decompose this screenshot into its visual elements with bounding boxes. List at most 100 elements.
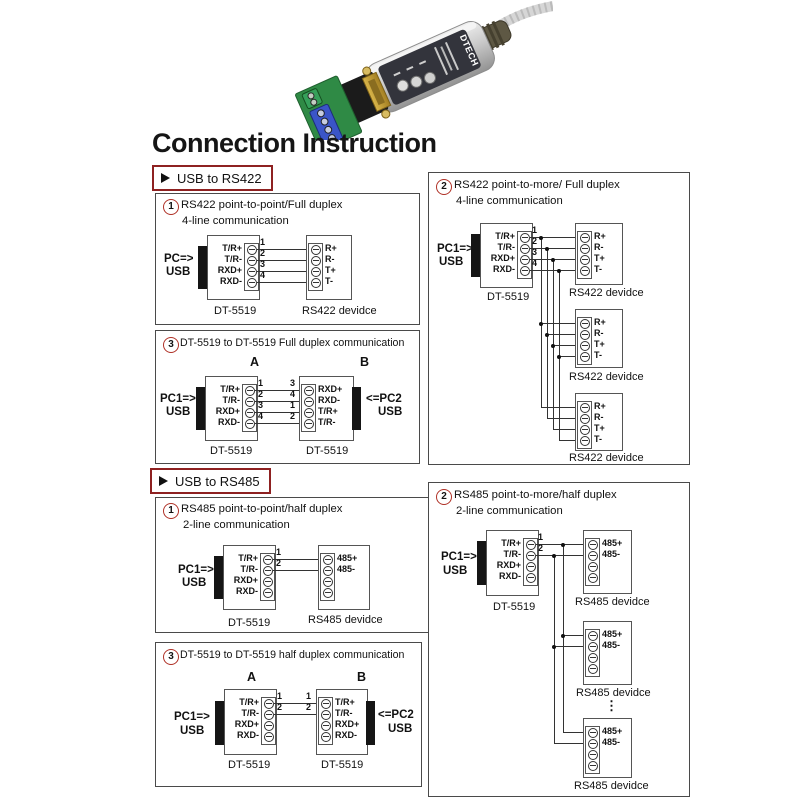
terminal-strip (260, 553, 275, 601)
screw-terminal-icon (263, 588, 273, 598)
terminal-strip (308, 243, 323, 291)
screw-terminal-icon (588, 653, 598, 663)
screw-terminal-icon (526, 551, 536, 561)
screw-terminal-icon (580, 341, 590, 351)
screw-terminal-icon (304, 386, 314, 396)
pin-label: 485+ (602, 726, 623, 736)
pin-label: RXD+ (234, 719, 259, 729)
wire (274, 714, 318, 716)
pin-label: 1 (276, 547, 282, 557)
wire (559, 440, 577, 442)
pin-label: 1 (306, 691, 312, 701)
diagram-heading: DT-5519 to DT-5519 Full duplex communica… (180, 337, 405, 349)
pin-label: R- (594, 412, 604, 422)
pin-label: R- (325, 254, 335, 264)
screw-terminal-icon (580, 414, 590, 424)
wire (541, 407, 577, 409)
pin-label (602, 651, 622, 662)
step-number: 1 (163, 199, 179, 215)
led-indicator (423, 71, 436, 84)
product-photo: DTECH (283, 0, 553, 140)
wire (541, 323, 577, 325)
pin-label: 1 (532, 225, 538, 235)
junction-dot (545, 332, 549, 337)
section-label-rs422: USB to RS422 (152, 165, 273, 191)
pin-label: 1 (290, 400, 296, 410)
pin-labels-left: T/R+T/R-RXD+RXD- (227, 697, 259, 741)
pin-label: 2 (538, 543, 544, 553)
diagram-rs422-point-to-point: 1 RS422 point-to-point/Full duplex 4-lin… (155, 193, 420, 325)
pin-labels-right: T/R+T/R-RXD+RXD- (335, 697, 359, 741)
pin-label: 4 (260, 270, 266, 280)
pin-label: T/R+ (238, 553, 258, 563)
screw-terminal-icon (263, 577, 273, 587)
screw-terminal-icon (245, 397, 255, 407)
pin-label: RXD- (493, 264, 515, 274)
device-a-label: A (247, 670, 257, 684)
screw-terminal-icon (520, 233, 530, 243)
diagram-heading: DT-5519 to DT-5519 half duplex communica… (180, 649, 405, 661)
pin-label: RXD+ (233, 575, 258, 585)
screw-terminal-icon (588, 664, 598, 674)
pin-label: 2 (277, 702, 283, 712)
pin-label: 485- (602, 737, 621, 747)
caption-device: RS422 devidce (569, 452, 644, 464)
pin-labels-right: R+R-T+T- (594, 401, 606, 445)
screw-terminal-icon (580, 330, 590, 340)
wire (563, 544, 565, 732)
usb-label: USB (182, 577, 207, 589)
terminal-strip (242, 384, 257, 432)
screw-terminal-icon (245, 386, 255, 396)
section-label-rs485: USB to RS485 (150, 468, 271, 494)
pin-label: 485+ (602, 538, 623, 548)
pin-label: 485+ (337, 553, 358, 563)
triangle-bullet-icon (161, 173, 170, 183)
pin-label: 485+ (602, 629, 623, 639)
terminal-strip (318, 697, 333, 745)
pin-label: T/R- (224, 254, 243, 264)
pin-label: 485- (602, 640, 621, 650)
pin-labels-left: T/R+T/R-RXD+RXD- (208, 384, 240, 428)
wire (255, 423, 301, 425)
terminal-strip (517, 231, 532, 279)
screw-terminal-icon (321, 732, 331, 742)
pin-label: T/R- (240, 564, 259, 574)
terminal-strip (320, 553, 335, 601)
screw-terminal-icon (588, 642, 598, 652)
page-title: Connection Instruction (152, 128, 437, 158)
pin-label: T/R- (222, 395, 241, 405)
pin-label: RXD+ (217, 265, 242, 275)
pin-labels-right: R+R-T+T- (325, 243, 337, 287)
pin-label: 2 (290, 411, 296, 421)
diagram-heading: RS422 point-to-more/ Full duplex (454, 179, 620, 191)
junction-dot (551, 343, 555, 348)
caption-right: DT-5519 (306, 445, 349, 457)
wire (257, 249, 308, 251)
pin-label: 2 (258, 389, 264, 399)
pin-label: T/R+ (335, 697, 355, 707)
pin-label: 1 (258, 378, 264, 388)
screw-terminal-icon (588, 728, 598, 738)
screw-terminal-icon (588, 750, 598, 760)
pin-label: 1 (538, 532, 544, 542)
screw-terminal-icon (304, 397, 314, 407)
wire (257, 260, 308, 262)
wire (530, 248, 577, 250)
wire (563, 732, 585, 734)
pin-label (602, 759, 622, 770)
wire (273, 559, 320, 561)
pin-label: R+ (594, 317, 606, 327)
junction-dot (557, 354, 561, 359)
pin-label: RXD- (220, 276, 242, 286)
pin-label: T/R+ (220, 384, 240, 394)
wire (563, 635, 585, 637)
diagram-heading: RS485 point-to-more/half duplex (454, 489, 617, 501)
junction-dot (539, 321, 543, 326)
usb-plug (471, 234, 480, 277)
usb-plug (214, 556, 223, 599)
step-number: 3 (163, 649, 179, 665)
terminal-strip (523, 538, 538, 586)
